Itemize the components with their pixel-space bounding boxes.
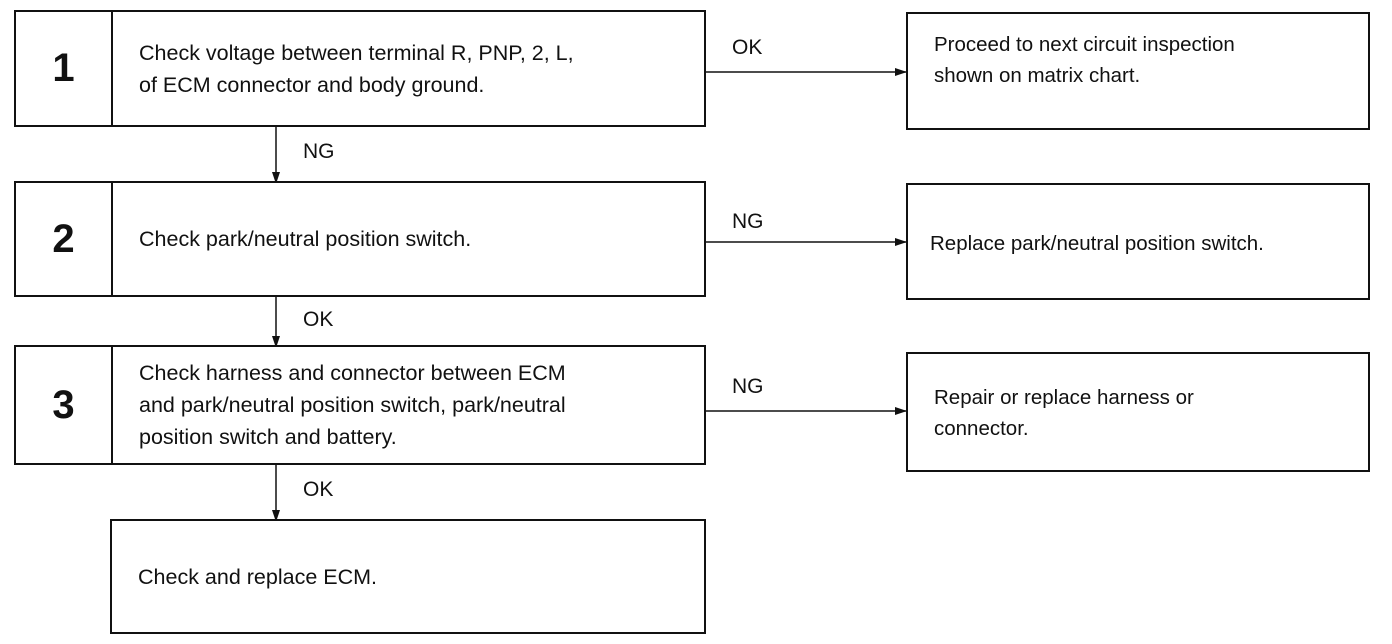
final-step-box: Check and replace ECM. [110, 519, 706, 634]
step-3-number: 3 [16, 347, 113, 463]
step-3-line-1: Check harness and connector between ECM [139, 361, 566, 385]
result-1-line-1: Proceed to next circuit inspection [934, 33, 1235, 56]
step-1-line-2: of ECM connector and body ground. [139, 72, 485, 97]
result-1-label: OK [732, 36, 763, 59]
result-1-line-2: shown on matrix chart. [934, 64, 1141, 87]
result-3-box: Repair or replace harness or connector. [906, 352, 1370, 472]
result-3-line-1: Repair or replace harness or [934, 386, 1194, 409]
down-label-1: NG [303, 140, 335, 163]
result-2-line-1: Replace park/neutral position switch. [930, 232, 1264, 255]
step-2-number: 2 [16, 183, 113, 295]
result-3-label: NG [732, 375, 764, 398]
result-2-box: Replace park/neutral position switch. [906, 183, 1370, 300]
result-3-line-2: connector. [934, 417, 1029, 440]
final-step-text: Check and replace ECM. [112, 521, 704, 632]
result-2-text: Replace park/neutral position switch. [930, 228, 1364, 259]
down-label-2: OK [303, 308, 334, 331]
step-3-line-2: and park/neutral position switch, park/n… [139, 393, 566, 417]
step-2-text: Check park/neutral position switch. [113, 183, 704, 295]
step-1-line-1: Check voltage between terminal R, PNP, 2… [139, 40, 574, 65]
step-3-line-3: position switch and battery. [139, 425, 397, 449]
step-3-box: 3 Check harness and connector between EC… [14, 345, 706, 465]
step-1-box: 1 Check voltage between terminal R, PNP,… [14, 10, 706, 127]
step-3-text: Check harness and connector between ECM … [113, 347, 704, 463]
down-label-3: OK [303, 478, 334, 501]
final-step-line-1: Check and replace ECM. [138, 564, 377, 589]
result-1-text: Proceed to next circuit inspection shown… [934, 29, 1360, 91]
step-1-number: 1 [16, 12, 113, 125]
step-2-line-1: Check park/neutral position switch. [139, 227, 472, 251]
step-1-text: Check voltage between terminal R, PNP, 2… [113, 12, 704, 125]
step-2-box: 2 Check park/neutral position switch. [14, 181, 706, 297]
result-3-text: Repair or replace harness or connector. [934, 382, 1360, 444]
result-2-label: NG [732, 210, 764, 233]
result-1-box: Proceed to next circuit inspection shown… [906, 12, 1370, 130]
